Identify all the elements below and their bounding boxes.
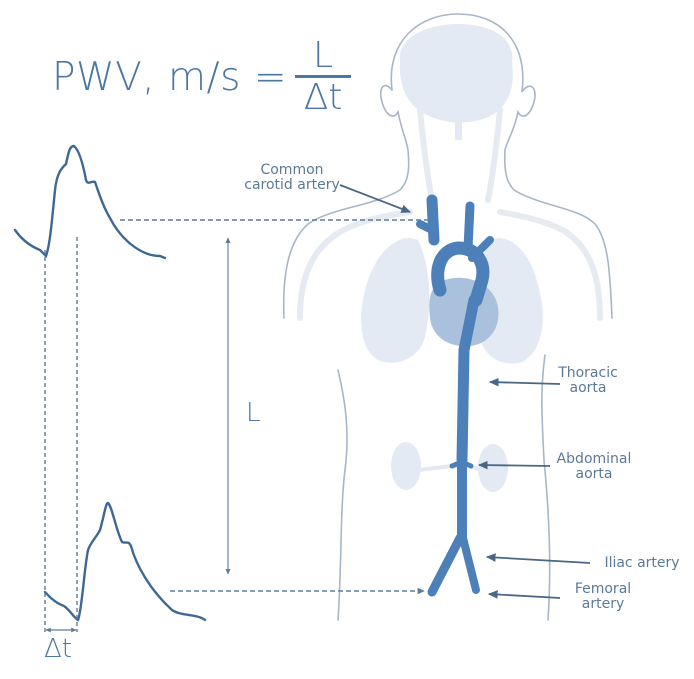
carotid-right [463,201,475,253]
fraction-bar [295,74,352,78]
torso-right [541,354,551,621]
arterial-tree [416,194,494,597]
carotid-waveform [13,144,167,260]
kidney-right [478,444,508,492]
aortic-arch [431,241,490,307]
lung-right [476,238,543,364]
abdominal-pointer [477,460,551,470]
label-thoracic-aorta: Thoracic aorta [558,365,618,396]
arm-inner-left [297,209,413,321]
label-femoral-artery: Femoral artery [574,581,632,612]
torso-left [337,369,348,621]
brainstem [455,118,462,140]
carotid-pointer [339,184,412,213]
kidney-left [391,442,421,490]
body-silhouette [282,13,613,621]
label-common-carotid-artery: Common carotid artery [244,162,340,193]
femoral-waveform [43,501,207,622]
distance-label: L [246,398,261,428]
delta-t-label: Δt [44,634,72,664]
neck-vessel-right [485,107,503,203]
pwv-formula: PWV, m/s = L Δt [52,36,352,117]
label-abdominal-aorta: Abdominal aorta [556,451,632,482]
label-iliac-artery: Iliac artery [604,555,680,571]
neck-vessel-left [417,107,435,203]
thoracic-pointer [488,377,561,387]
renal-stubs [449,459,474,469]
formula-numerator: L [313,34,334,76]
formula-denominator: Δt [303,76,343,118]
femoral-pointer [487,590,561,599]
subclavian-left [416,220,436,234]
common-carotid-artery [426,194,440,246]
brain [399,24,513,123]
head-outline [390,13,613,319]
iliac-pointer [485,553,591,564]
formula-fraction: L Δt [295,34,352,118]
lung-left [361,238,430,363]
formula-lhs: PWV, m/s = [52,54,288,100]
iliac-left [427,533,465,597]
thoracic-aorta [456,294,480,466]
head-outline-left [282,84,410,319]
arm-inner-right [497,209,603,321]
iliac-right [459,534,480,594]
